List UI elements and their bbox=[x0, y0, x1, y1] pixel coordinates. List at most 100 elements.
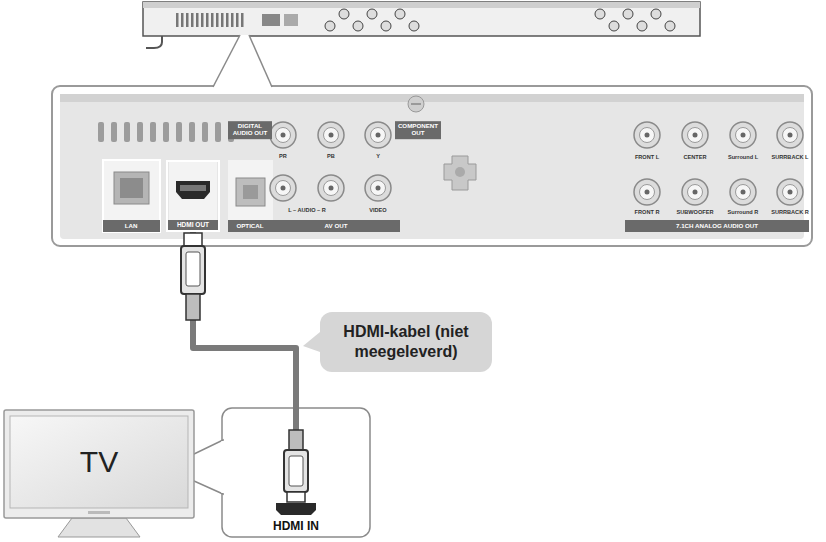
player-top-view bbox=[409, 21, 419, 31]
optical-port bbox=[228, 220, 273, 232]
tv-set bbox=[4, 410, 194, 518]
hdmi-in-callout bbox=[221, 441, 224, 493]
optical-port bbox=[236, 178, 265, 206]
player-top-view bbox=[665, 21, 675, 31]
rear-panel bbox=[189, 122, 195, 142]
hdmi-out-port bbox=[169, 161, 217, 221]
lan-port bbox=[103, 160, 160, 232]
rca-jack bbox=[783, 128, 798, 143]
player-top-view bbox=[241, 13, 244, 27]
rear-panel bbox=[52, 86, 812, 246]
panel-label: DIGITAL AUDIO OUT bbox=[228, 121, 272, 139]
player-top-view bbox=[176, 13, 244, 27]
rca-jack bbox=[634, 179, 660, 205]
tv-screen: TV bbox=[10, 416, 188, 508]
jack-label: PB bbox=[327, 153, 335, 159]
callout-box: HDMI IN bbox=[222, 408, 370, 537]
cable-label-tail bbox=[303, 332, 320, 352]
hdmi-plug bbox=[284, 450, 308, 492]
lan-port bbox=[103, 220, 160, 232]
hdmi-plug bbox=[289, 456, 303, 486]
tv-set bbox=[4, 410, 194, 537]
player-top-view bbox=[211, 13, 214, 27]
jack-label: CENTER bbox=[684, 154, 707, 160]
jack-label: SURRBACK R bbox=[771, 209, 809, 215]
hdmi-in-callout bbox=[165, 408, 370, 537]
jack-label: SURRBACK L bbox=[772, 154, 809, 160]
player-top-view bbox=[339, 9, 349, 19]
rear-panel bbox=[98, 122, 234, 142]
hdmi-plug bbox=[289, 430, 303, 450]
hdmi-plug bbox=[284, 408, 308, 502]
panel-label: OPTICAL bbox=[236, 223, 263, 230]
cable-label-box: HDMI-kabel (niet meegeleverd) bbox=[320, 312, 492, 372]
player-top-view bbox=[176, 13, 179, 27]
component-screw bbox=[408, 96, 424, 112]
rear-panel bbox=[98, 122, 104, 142]
rca-jack bbox=[365, 122, 391, 148]
device-name: TV bbox=[80, 444, 118, 480]
rca-jack bbox=[318, 175, 344, 201]
hdmi-cable bbox=[193, 232, 296, 408]
zoom-callout bbox=[213, 35, 240, 87]
player-top-view bbox=[651, 9, 661, 19]
player-top-view bbox=[595, 9, 605, 19]
tv-set bbox=[88, 511, 110, 514]
rca-jack bbox=[788, 133, 793, 138]
player-top-view bbox=[381, 21, 391, 31]
player-top-view bbox=[395, 9, 405, 19]
jack-label: Surround R bbox=[728, 209, 759, 215]
component-screw bbox=[444, 156, 476, 190]
player-top-view bbox=[353, 21, 363, 31]
rca-jack bbox=[645, 190, 650, 195]
rca-jack bbox=[730, 122, 756, 148]
rca-jack bbox=[371, 128, 386, 143]
rca-jack bbox=[270, 175, 296, 201]
player-top-view bbox=[216, 13, 219, 27]
rca-jack bbox=[640, 128, 655, 143]
player-top-view bbox=[236, 13, 239, 27]
hdmi-out-port bbox=[176, 181, 210, 199]
rca-jack bbox=[376, 186, 381, 191]
rca-jack bbox=[318, 122, 344, 148]
lan-port bbox=[103, 160, 160, 232]
rear-panel bbox=[137, 122, 143, 142]
rear-panel bbox=[163, 122, 169, 142]
rear-panel bbox=[176, 122, 182, 142]
callout-text: HDMI-kabel (niet meegeleverd) bbox=[334, 322, 479, 362]
rca-jack bbox=[376, 133, 381, 138]
player-top-view bbox=[191, 13, 194, 27]
analog-audio-strip bbox=[625, 220, 809, 232]
rear-panel bbox=[150, 122, 156, 142]
rca-jack bbox=[371, 181, 386, 196]
component-screw bbox=[411, 103, 421, 105]
zoom-callout bbox=[213, 35, 272, 88]
rca-jack bbox=[777, 179, 803, 205]
callout-text: HDMI IN bbox=[273, 519, 319, 533]
player-top-view bbox=[226, 13, 229, 27]
player-top-view bbox=[231, 13, 234, 27]
rca-jack bbox=[688, 128, 703, 143]
optical-port bbox=[243, 185, 258, 199]
jack-label: FRONT R bbox=[635, 209, 660, 215]
jack-label: Surround L bbox=[728, 154, 758, 160]
rear-panel bbox=[202, 122, 208, 142]
rca-jack bbox=[730, 179, 756, 205]
analog-audio-strip bbox=[625, 220, 809, 232]
player-top-view bbox=[623, 9, 633, 19]
player-top-view bbox=[262, 14, 280, 26]
lan-port bbox=[120, 178, 143, 198]
rca-jack bbox=[645, 133, 650, 138]
cable-label-tail bbox=[303, 332, 320, 352]
rca-jack bbox=[640, 185, 655, 200]
player-top-view bbox=[186, 13, 189, 27]
rca-jack bbox=[634, 122, 660, 148]
hdmi-out-port bbox=[180, 185, 206, 191]
rca-jack bbox=[783, 185, 798, 200]
rear-panel bbox=[124, 122, 130, 142]
player-top-view bbox=[367, 9, 377, 19]
hdmi-plug bbox=[184, 233, 202, 246]
